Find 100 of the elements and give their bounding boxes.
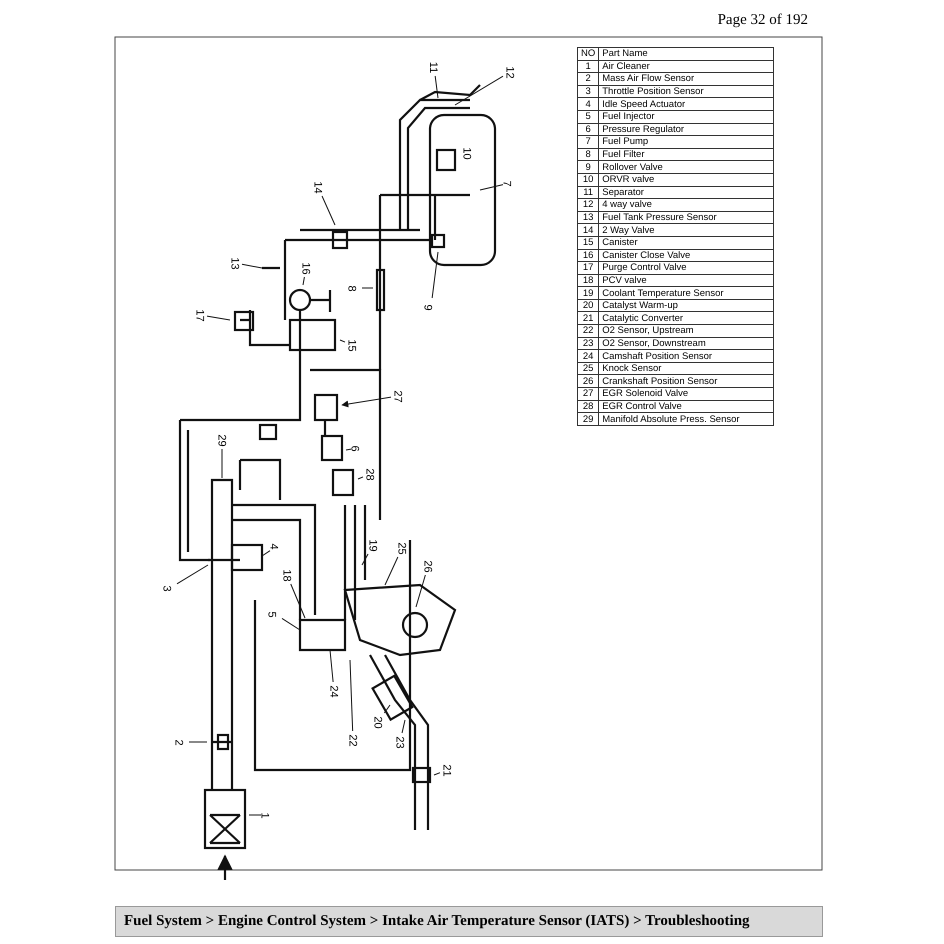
part-name: EGR Solenoid Valve xyxy=(598,388,774,400)
callout-number: 29 xyxy=(216,434,227,447)
leader-line xyxy=(330,650,334,682)
part-name: Fuel Injector xyxy=(598,110,774,124)
part-number: 24 xyxy=(578,350,599,362)
part-number: 2 xyxy=(578,72,599,86)
part-name: O2 Sensor, Downstream xyxy=(598,337,774,350)
part-name: Pressure Regulator xyxy=(598,123,774,136)
part-number: 14 xyxy=(578,224,599,236)
part-name: Canister xyxy=(598,236,774,249)
callout-number: 9 xyxy=(422,304,433,311)
part-number: 21 xyxy=(578,312,599,325)
part-name: Crankshaft Position Sensor xyxy=(598,374,774,388)
leader-line xyxy=(384,556,398,586)
leader-line xyxy=(322,196,336,226)
leader-line xyxy=(248,814,262,816)
callout-number: 2 xyxy=(172,739,184,746)
part-name: Fuel Pump xyxy=(598,136,774,148)
part-name: Throttle Position Sensor xyxy=(598,85,774,98)
part-number: 9 xyxy=(578,160,599,174)
leader-line xyxy=(402,720,406,734)
part-number: 19 xyxy=(578,286,599,300)
part-number: 26 xyxy=(578,374,599,388)
callout-number: 12 xyxy=(504,66,515,79)
part-number: 20 xyxy=(578,299,599,312)
leader-line xyxy=(434,772,440,776)
breadcrumb-bar: Fuel System > Engine Control System > Intake Air Temperature Sensor (IATS) > Troubleshooting xyxy=(115,906,823,937)
callout-number: 15 xyxy=(346,339,357,352)
part-name: Coolant Temperature Sensor xyxy=(598,286,774,300)
callout-number: 7 xyxy=(500,180,512,187)
part-number: 25 xyxy=(578,362,599,375)
part-number: 17 xyxy=(578,262,599,274)
callout-number: 24 xyxy=(328,685,339,698)
leader-line xyxy=(176,564,208,584)
part-name: Camshaft Position Sensor xyxy=(598,350,774,362)
callout-number: 16 xyxy=(300,262,311,275)
callout-number: 4 xyxy=(268,543,279,550)
leader-line xyxy=(346,448,352,450)
part-number: 16 xyxy=(578,249,599,262)
part-number: 10 xyxy=(578,173,599,186)
part-number: 6 xyxy=(578,123,599,136)
callout-number: 10 xyxy=(460,147,472,160)
part-number: 4 xyxy=(578,98,599,110)
part-number: 22 xyxy=(578,324,599,338)
part-name: Rollover Valve xyxy=(598,160,774,174)
callout-number: 8 xyxy=(346,285,357,292)
leader-line xyxy=(384,704,390,714)
leader-line xyxy=(242,264,262,268)
callout-number: 13 xyxy=(228,257,240,270)
callout-number: 11 xyxy=(427,62,438,74)
part-number: 7 xyxy=(578,136,599,148)
part-number: 5 xyxy=(578,110,599,124)
leader-line xyxy=(416,574,426,608)
part-name: EGR Control Valve xyxy=(598,400,774,413)
callout-number: 20 xyxy=(372,716,383,729)
leader-line xyxy=(282,618,300,630)
part-number: 23 xyxy=(578,337,599,350)
column-header: Part Name xyxy=(598,48,774,60)
part-name: 2 Way Valve xyxy=(598,224,774,236)
part-name: Catalyst Warm-up xyxy=(598,299,774,312)
part-name: ORVR valve xyxy=(598,173,774,186)
part-name: Catalytic Converter xyxy=(598,312,774,325)
part-number: 27 xyxy=(578,388,599,400)
part-name: Canister Close Valve xyxy=(598,249,774,262)
part-number: 8 xyxy=(578,148,599,161)
callout-number: 17 xyxy=(194,309,205,322)
part-number: 11 xyxy=(578,186,599,199)
leader-line xyxy=(432,252,438,298)
callout-number: 5 xyxy=(266,611,277,618)
callout-number: 25 xyxy=(396,542,407,555)
part-name: Purge Control Valve xyxy=(598,262,774,274)
part-name: O2 Sensor, Upstream xyxy=(598,324,774,338)
part-number: 15 xyxy=(578,236,599,249)
callout-number: 19 xyxy=(366,539,378,552)
callout-number: 18 xyxy=(280,569,292,582)
callout-number: 3 xyxy=(160,585,172,592)
part-name: Separator xyxy=(598,186,774,199)
part-number: 13 xyxy=(578,211,599,224)
part-name: Knock Sensor xyxy=(598,362,774,375)
leader-line xyxy=(434,76,438,98)
part-name: Fuel Tank Pressure Sensor xyxy=(598,211,774,224)
callout-number: 22 xyxy=(346,734,358,747)
part-name: Air Cleaner xyxy=(598,60,774,73)
part-name: Mass Air Flow Sensor xyxy=(598,72,774,86)
leader-line xyxy=(206,316,230,320)
part-number: 12 xyxy=(578,198,599,212)
leader-line xyxy=(262,550,270,556)
column-header: NO xyxy=(578,48,599,60)
callout-number: 27 xyxy=(392,390,403,403)
leader-line xyxy=(480,184,504,190)
part-name: Fuel Filter xyxy=(598,148,774,161)
part-number: 18 xyxy=(578,274,599,287)
leader-arrow xyxy=(341,396,392,408)
callout-number: 21 xyxy=(440,764,452,777)
callout-number: 14 xyxy=(312,181,323,194)
part-name: PCV valve xyxy=(598,274,774,287)
part-number: 29 xyxy=(578,412,599,426)
leader-line xyxy=(454,76,504,106)
part-number: 1 xyxy=(578,60,599,73)
leader-line xyxy=(358,476,364,480)
